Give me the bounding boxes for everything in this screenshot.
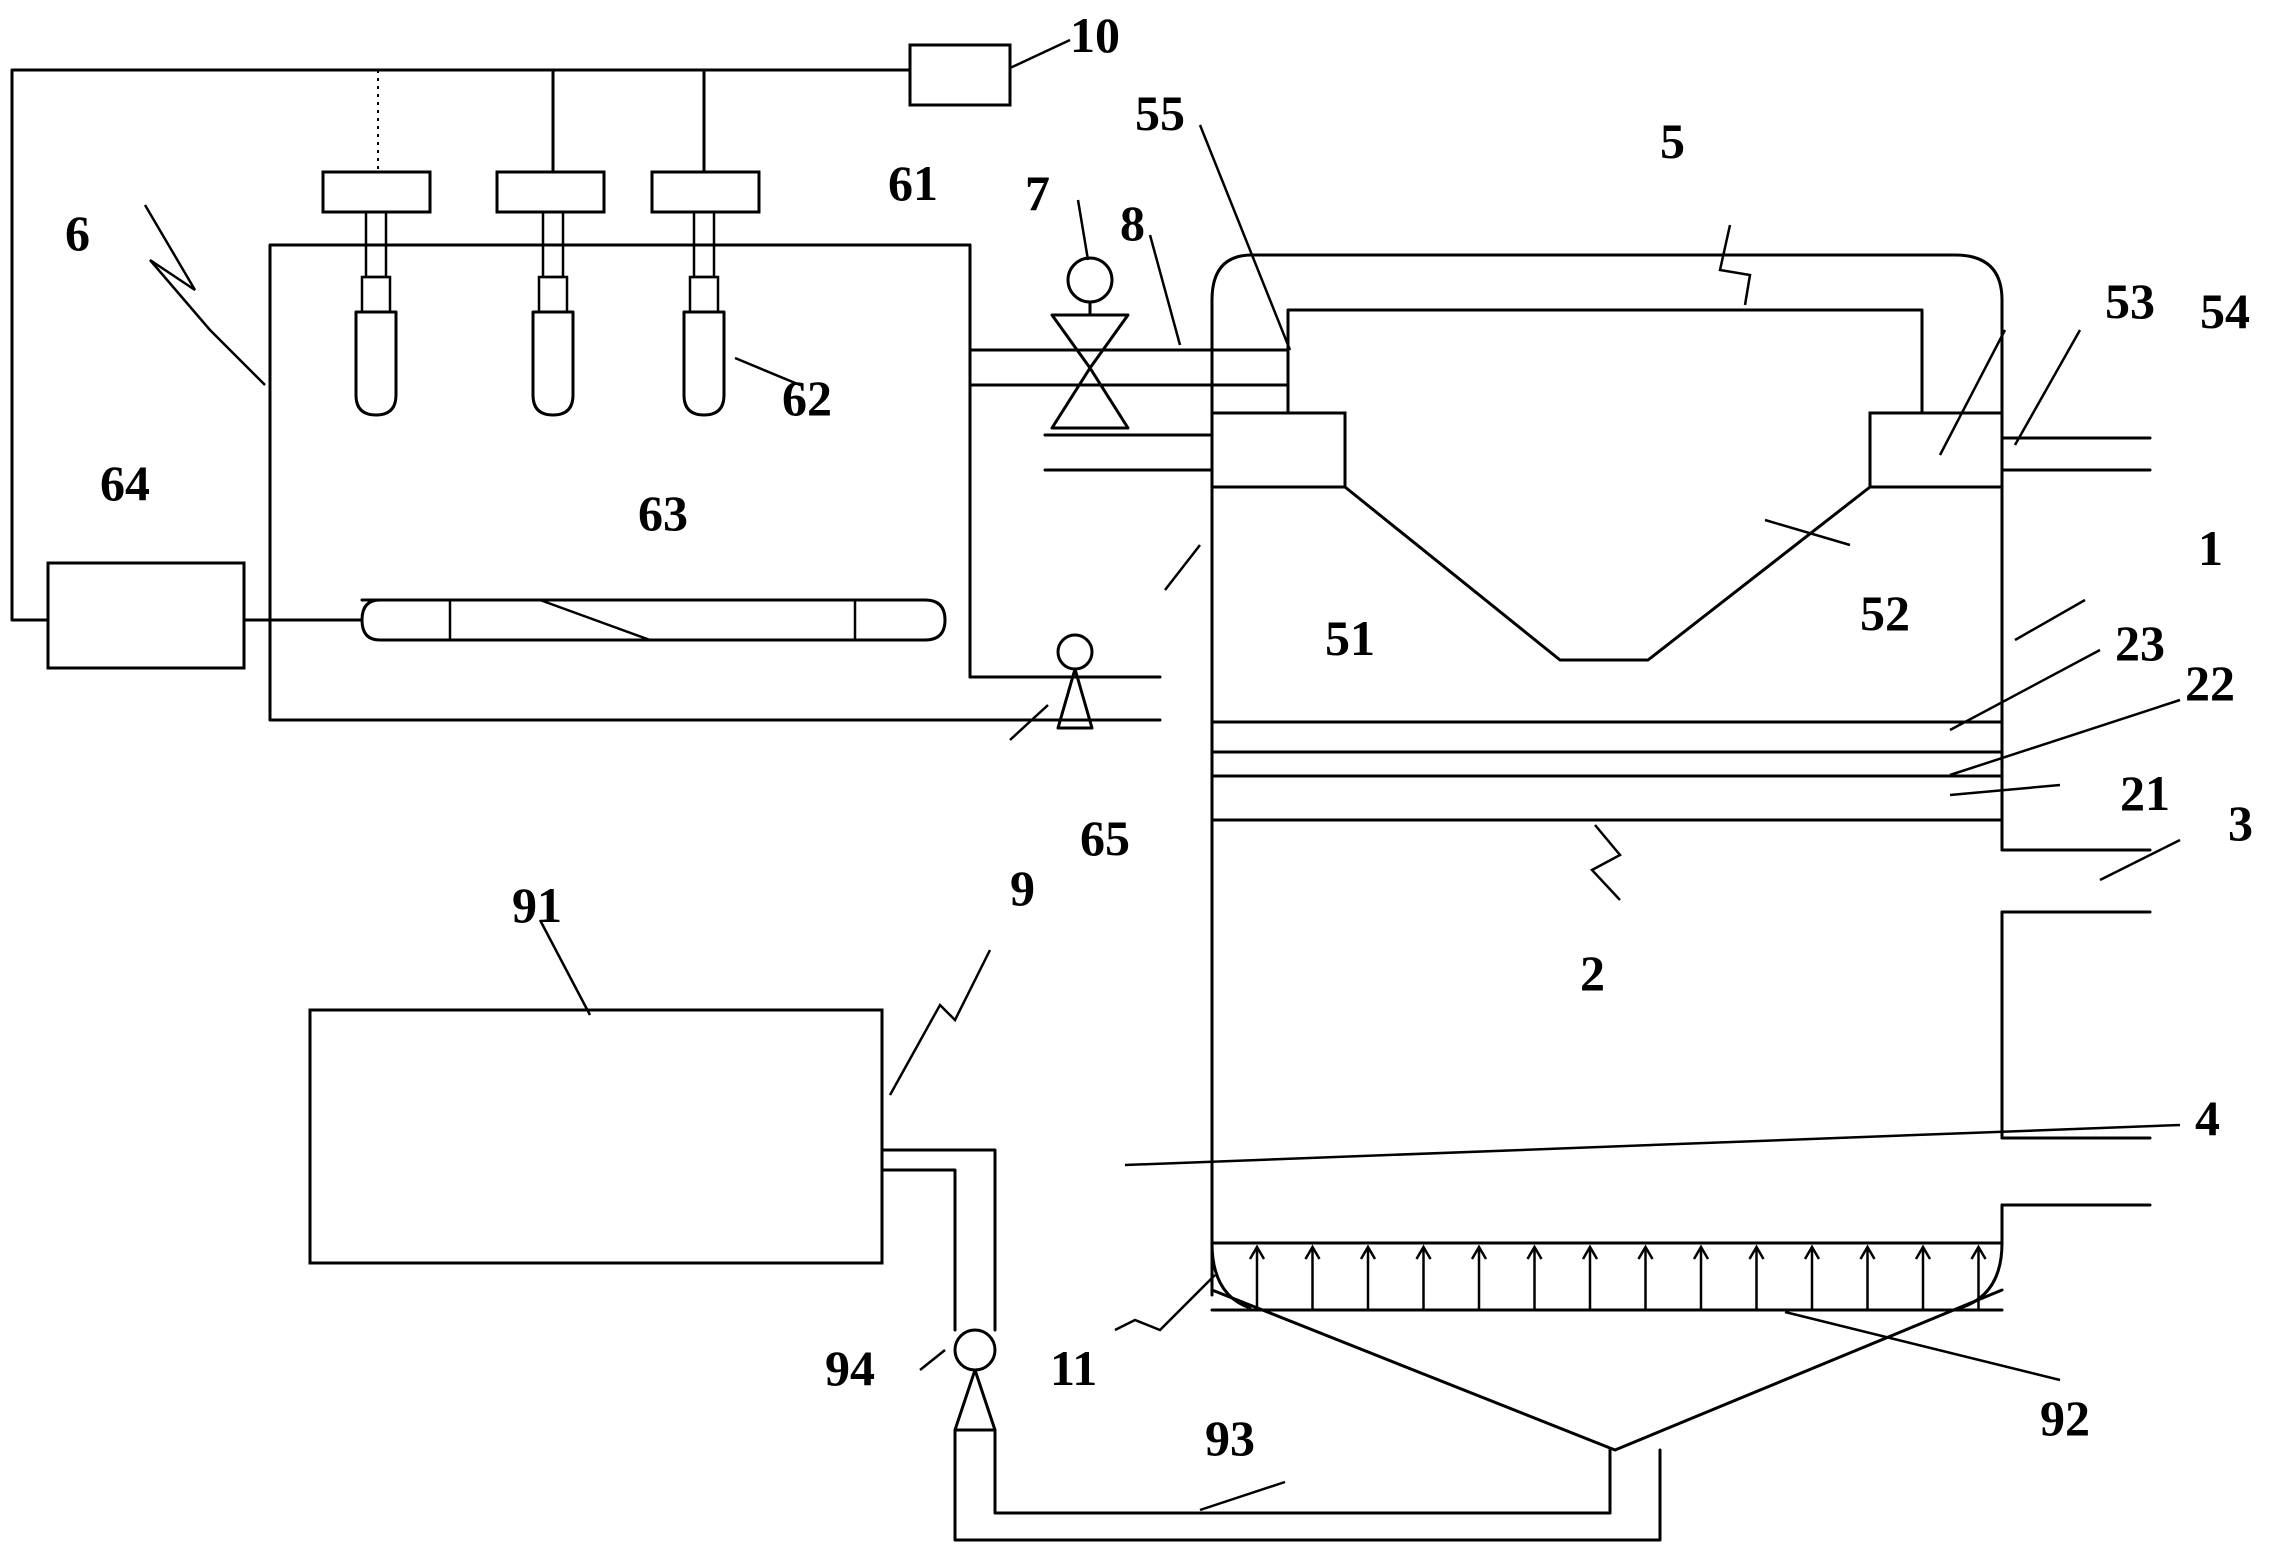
trough-53 — [1868, 411, 2004, 489]
label-65: 65 — [1080, 810, 1130, 866]
aeration-arrows — [1248, 1244, 1987, 1310]
lamp-assembly-1 — [321, 170, 432, 417]
aeration-arrow-head — [1637, 1244, 1654, 1260]
label-54: 54 — [2200, 283, 2250, 339]
hopper-5 — [1210, 308, 2004, 662]
nozzle-4 — [2000, 1136, 2152, 1207]
trough-left — [1210, 411, 1347, 489]
label-53: 53 — [2105, 273, 2155, 329]
aeration-arrow-head — [1748, 1244, 1765, 1260]
aeration-arrow-head — [1526, 1244, 1543, 1260]
aeration-arrow-head — [1581, 1244, 1599, 1260]
tank-6 — [268, 243, 1162, 722]
aeration-arrow-head — [1692, 1244, 1710, 1260]
valve-7 — [1050, 256, 1130, 430]
lamp-assembly-62 — [650, 170, 761, 417]
label-94: 94 — [825, 1340, 875, 1396]
label-10: 10 — [1070, 7, 1120, 63]
aeration-arrow-head — [1304, 1244, 1321, 1260]
control-wiring — [10, 68, 912, 622]
pump-94 — [953, 1328, 997, 1432]
label-11: 11 — [1050, 1340, 1097, 1396]
leader-lines — [143, 38, 2181, 1512]
aeration-arrow-head — [1859, 1244, 1876, 1260]
aerator-92 — [1210, 1241, 2004, 1312]
label-1: 1 — [2198, 520, 2223, 576]
label-92: 92 — [2040, 1390, 2090, 1446]
label-2: 2 — [1580, 945, 1605, 1001]
label-8: 8 — [1120, 195, 1145, 251]
label-55: 55 — [1135, 85, 1185, 141]
catalyst-layers — [1210, 720, 2004, 822]
tank-91 — [308, 1008, 884, 1265]
pipe-8 — [968, 333, 1290, 415]
label-23: 23 — [2115, 615, 2165, 671]
label-9: 9 — [1010, 860, 1035, 916]
label-5: 5 — [1660, 113, 1685, 169]
label-52: 52 — [1860, 585, 1910, 641]
label-63: 63 — [638, 485, 688, 541]
controller-unit-10 — [908, 43, 1012, 107]
horizontal-lamp-63 — [360, 598, 947, 642]
label-4: 4 — [2195, 1090, 2220, 1146]
aeration-arrow-head — [1970, 1244, 1987, 1260]
reference-labels: 10 55 5 7 8 61 6 62 53 54 64 63 51 52 1 … — [65, 7, 2253, 1466]
aeration-arrow-head — [1415, 1244, 1432, 1260]
label-51: 51 — [1325, 610, 1375, 666]
reactor-vessel-1 — [1210, 253, 2004, 1452]
pump-65 — [1056, 633, 1094, 730]
label-3: 3 — [2228, 795, 2253, 851]
label-62: 62 — [782, 370, 832, 426]
label-7: 7 — [1025, 165, 1050, 221]
label-61: 61 — [888, 155, 938, 211]
label-64: 64 — [100, 455, 150, 511]
pipe-93 — [880, 1148, 1662, 1542]
nozzle-3 — [2000, 848, 2152, 1140]
label-91: 91 — [512, 877, 562, 933]
label-22: 22 — [2185, 655, 2235, 711]
aeration-arrow-head — [1914, 1244, 1932, 1260]
lamp-assembly-2 — [495, 170, 606, 417]
aeration-arrow-head — [1470, 1244, 1488, 1260]
ballast-box-64 — [46, 561, 246, 670]
label-21: 21 — [2120, 765, 2170, 821]
outlet-54 — [2000, 436, 2152, 472]
aeration-arrow-head — [1248, 1244, 1266, 1260]
label-93: 93 — [1205, 1410, 1255, 1466]
label-6: 6 — [65, 205, 90, 261]
aeration-arrow-head — [1803, 1244, 1821, 1260]
aeration-arrow-head — [1359, 1244, 1377, 1260]
